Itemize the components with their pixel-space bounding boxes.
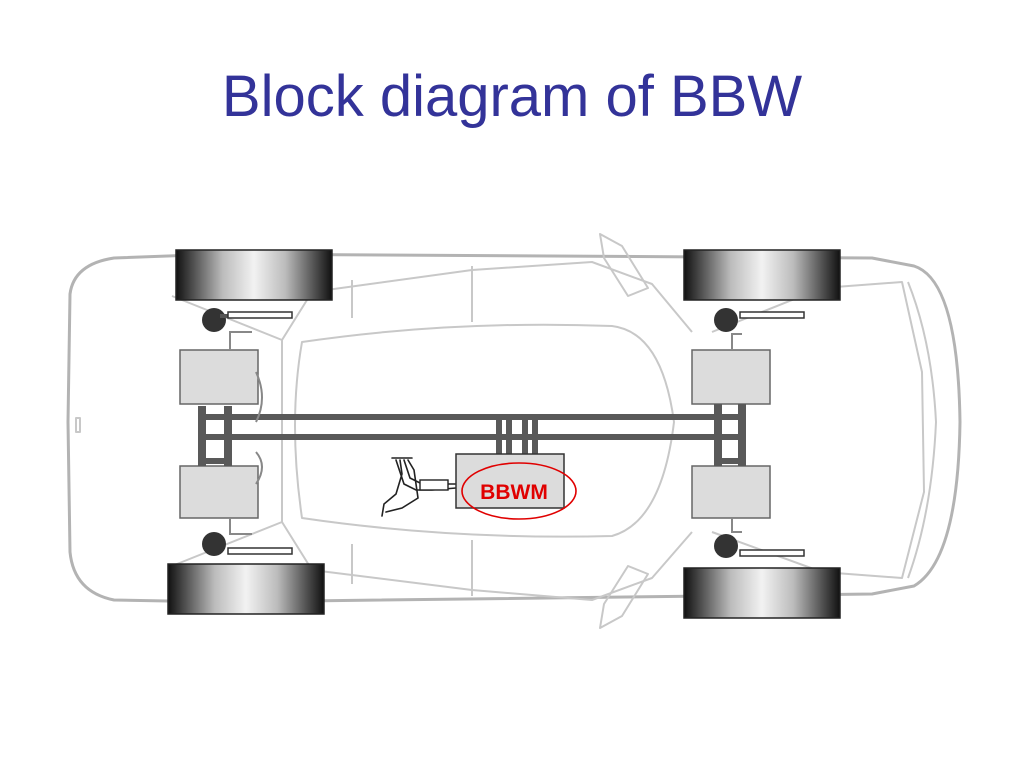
brake-actuator-front-upper xyxy=(691,349,771,405)
brake-caliper-front-right xyxy=(714,534,805,558)
tire-rear-left xyxy=(175,249,333,301)
tire-front-right xyxy=(683,567,841,619)
car-body-outline xyxy=(66,252,962,604)
bbwm-label: BBWM xyxy=(480,481,548,504)
bbw-block-diagram: BBWM xyxy=(52,222,964,640)
brake-actuator-rear-upper xyxy=(179,349,259,405)
brake-actuator-rear-lower xyxy=(179,465,259,519)
brake-actuator-front-lower xyxy=(691,465,771,519)
brake-caliper-rear-right xyxy=(202,532,293,556)
slide-title: Block diagram of BBW xyxy=(221,64,803,129)
car-top-view-diagram: BBWM xyxy=(66,233,962,629)
brake-line-network xyxy=(198,404,746,466)
tire-rear-right xyxy=(167,563,325,615)
wiring-harness xyxy=(381,457,457,517)
brake-line-stubs xyxy=(229,331,742,535)
brake-caliper-front-left xyxy=(714,308,805,332)
tire-front-left xyxy=(683,249,841,301)
brake-caliper-rear-left xyxy=(202,308,293,332)
bbw-module: BBWM xyxy=(455,453,577,520)
